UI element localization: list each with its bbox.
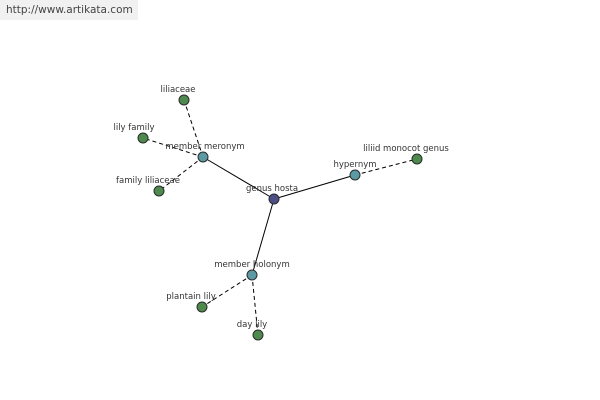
node-member-meronym[interactable] [197, 151, 209, 163]
label-liliaceae[interactable]: liliaceae [161, 85, 196, 95]
edge-genus-hosta-to-member-holonym [251, 198, 275, 276]
edge-hypernym-to-liliid-monocot-genus [354, 158, 418, 176]
node-member-holonym[interactable] [246, 269, 258, 281]
node-plantain-lily[interactable] [196, 301, 208, 313]
node-family-liliaceae[interactable] [153, 185, 165, 197]
edge-member-meronym-to-lily-family [142, 137, 204, 158]
labels: genus hosta member meronym hypernym member … [113, 85, 449, 330]
nodes [137, 94, 423, 341]
edge-member-holonym-to-day-lily [251, 274, 259, 336]
url-bar: http://www.artikata.com [0, 0, 138, 20]
edge-genus-hosta-to-hypernym [273, 174, 356, 200]
label-hypernym[interactable]: hypernym [333, 160, 376, 170]
site-url[interactable]: http://www.artikata.com [6, 4, 133, 16]
label-liliid-monocot-genus[interactable]: liliid monocot genus [363, 144, 449, 154]
label-member-holonym[interactable]: member holonym [214, 260, 289, 270]
node-day-lily[interactable] [252, 329, 264, 341]
label-family-liliaceae[interactable]: family liliaceae [116, 176, 180, 186]
edges [142, 99, 418, 336]
edge-genus-hosta-to-member-meronym [202, 156, 275, 200]
label-genus-hosta[interactable]: genus hosta [246, 184, 298, 194]
node-hypernym[interactable] [349, 169, 361, 181]
node-lily-family[interactable] [137, 132, 149, 144]
node-genus-hosta[interactable] [268, 193, 280, 205]
label-plantain-lily[interactable]: plantain lily [166, 292, 215, 302]
edge-member-holonym-to-plantain-lily [201, 274, 253, 308]
node-liliaceae[interactable] [178, 94, 190, 106]
label-day-lily[interactable]: day lily [237, 320, 267, 330]
node-liliid-monocot-genus[interactable] [411, 153, 423, 165]
edge-member-meronym-to-liliaceae [183, 99, 204, 158]
edge-member-meronym-to-family-liliaceae [158, 156, 204, 192]
label-member-meronym[interactable]: member meronym [165, 142, 244, 152]
label-lily-family[interactable]: lily family [113, 123, 154, 133]
